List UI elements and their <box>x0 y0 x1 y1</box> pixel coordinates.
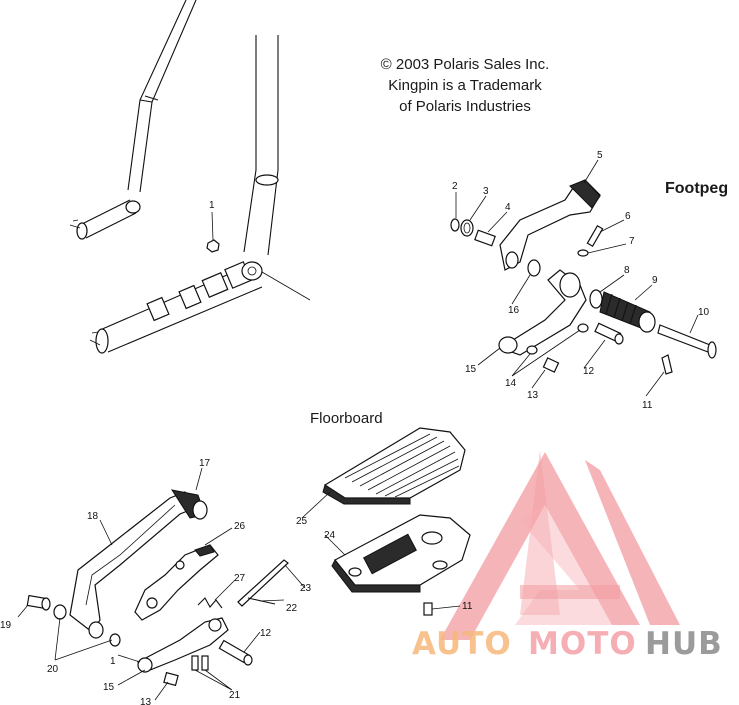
callout-24: 24 <box>324 530 336 541</box>
watermark-logo <box>440 450 680 640</box>
leader-lines <box>17 159 699 701</box>
brake-pedal-assembly <box>26 489 289 687</box>
callout-1-frame: 1 <box>209 200 215 211</box>
copyright-line-3: of Polaris Industries <box>399 98 531 115</box>
copyright-notice: © 2003 Polaris Sales Inc. Kingpin is a T… <box>360 54 570 117</box>
callout-13-bottom: 13 <box>140 697 152 705</box>
callout-11-top: 11 <box>642 400 653 411</box>
callout-7: 7 <box>629 236 635 247</box>
callout-numbers: 1 2 3 4 5 6 7 8 9 10 11 12 13 14 15 16 1… <box>0 150 710 705</box>
callout-15-top: 15 <box>465 364 477 375</box>
watermark-part-2: MOTO <box>528 626 637 662</box>
callout-19: 19 <box>0 620 12 631</box>
callout-5: 5 <box>597 150 603 161</box>
footpeg-assembly <box>450 179 717 375</box>
callout-18: 18 <box>87 511 99 522</box>
callout-6: 6 <box>625 211 631 222</box>
watermark-text: AUTO MOTO HUB <box>412 626 723 662</box>
watermark-part-1: AUTO <box>412 626 512 662</box>
footpeg-section-title: Footpeg <box>665 180 729 197</box>
copyright-line-1: © 2003 Polaris Sales Inc. <box>380 56 550 73</box>
copyright-line-2: Kingpin is a Trademark <box>388 77 542 94</box>
callout-23: 23 <box>300 583 312 594</box>
callout-15-bottom: 15 <box>103 682 115 693</box>
callout-12-top: 12 <box>583 366 595 377</box>
callout-27: 27 <box>234 573 246 584</box>
frame-assembly <box>69 0 311 354</box>
watermark-part-3: HUB <box>645 626 723 662</box>
floorboard-section-title: Floorboard <box>310 410 383 427</box>
callout-12-bottom: 12 <box>260 628 272 639</box>
callout-4: 4 <box>505 202 511 213</box>
callout-13-top: 13 <box>527 390 539 401</box>
callout-14: 14 <box>505 378 517 389</box>
callout-16: 16 <box>508 305 520 316</box>
callout-25: 25 <box>296 516 308 527</box>
callout-11-bottom: 11 <box>462 601 473 612</box>
callout-8: 8 <box>624 265 630 276</box>
callout-17: 17 <box>199 458 211 469</box>
callout-1-bottom: 1 <box>110 656 116 667</box>
callout-22: 22 <box>286 603 298 614</box>
callout-9: 9 <box>652 275 658 286</box>
callout-3: 3 <box>483 186 489 197</box>
callout-2: 2 <box>452 181 458 192</box>
floorboard-assembly <box>322 427 471 616</box>
callout-21: 21 <box>229 690 241 701</box>
callout-10: 10 <box>698 307 710 318</box>
callout-26: 26 <box>234 521 246 532</box>
callout-20: 20 <box>47 664 59 675</box>
